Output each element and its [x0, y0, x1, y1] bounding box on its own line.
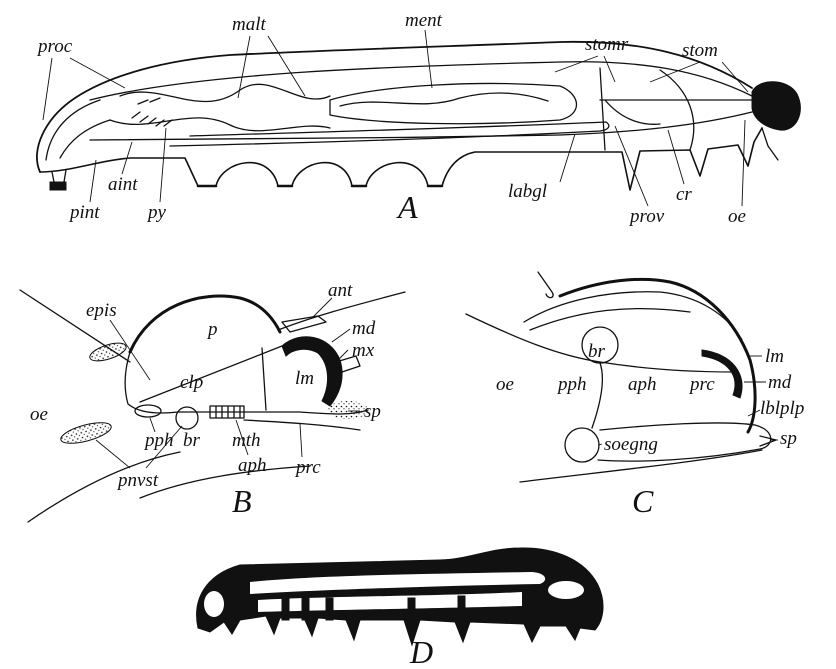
mesenteron-fold: [340, 93, 548, 106]
panel-b: ant epis p md mx clp lm oe sp pph br mth…: [20, 280, 405, 522]
label-md: md: [768, 372, 792, 393]
gut-lower-wall: [90, 112, 752, 140]
label-br: br: [183, 430, 201, 451]
posterior-pharynx: [135, 405, 161, 417]
leader-oe: [742, 120, 745, 206]
head-dome-inner: [524, 292, 742, 340]
label-md: md: [352, 318, 376, 339]
nerve-body-upper: [88, 339, 128, 364]
malpighian-tubule-1: [120, 84, 330, 101]
label-sp: sp: [780, 428, 797, 449]
label-lblplp: lblplp: [760, 398, 804, 419]
panel-d: D: [197, 548, 603, 669]
label-aph: aph: [628, 374, 657, 395]
labial-gland: [170, 122, 609, 146]
frontal-line: [262, 348, 266, 410]
label-py: py: [146, 202, 167, 223]
label-mth: mth: [232, 430, 261, 451]
label-malt: malt: [232, 14, 267, 35]
head-highlight: [204, 591, 224, 617]
leader-pint: [90, 160, 96, 202]
label-aph: aph: [238, 455, 267, 476]
panel-letter-b: B: [232, 483, 252, 519]
preoral-cavity: [244, 420, 360, 430]
label-br: br: [588, 341, 606, 362]
label-oe: oe: [30, 404, 48, 425]
leader-proc: [43, 58, 125, 120]
label-lm: lm: [765, 346, 784, 367]
label-ant: ant: [328, 280, 353, 301]
label-prc: prc: [688, 374, 715, 395]
proctodaeum: [46, 100, 110, 160]
leader-ment: [425, 30, 432, 88]
label-prov: prov: [628, 206, 665, 227]
leader-labgl: [560, 134, 575, 182]
label-p: p: [206, 319, 218, 340]
clypeal-line: [140, 346, 282, 402]
label-ment: ment: [405, 10, 443, 31]
panel-letter-d: D: [409, 634, 433, 669]
anal-proleg-foot: [50, 182, 66, 190]
label-pint: pint: [68, 202, 100, 223]
leader-prov: [615, 126, 648, 206]
head-claw: [762, 128, 778, 160]
panel-letter-a: A: [396, 189, 418, 225]
label-lm: lm: [295, 368, 314, 389]
label-oe: oe: [728, 206, 746, 227]
label-sp: sp: [364, 401, 381, 422]
label-pph: pph: [556, 374, 587, 395]
brain: [176, 407, 198, 429]
circumoesophageal-connective: [592, 363, 602, 428]
nerve-body-lower: [59, 419, 113, 448]
body-contour-bottom: [140, 466, 310, 498]
panel-letter-c: C: [632, 483, 654, 519]
label-labgl: labgl: [508, 181, 547, 202]
spinneret-stipple: [328, 401, 368, 419]
leader-malt: [238, 36, 305, 98]
label-mx: mx: [352, 340, 375, 361]
label-proc: proc: [36, 36, 73, 57]
label-stom: stom: [682, 40, 718, 61]
label-aint: aint: [108, 174, 138, 195]
antenna: [282, 316, 326, 332]
label-prc: prc: [294, 457, 321, 478]
tail-highlight: [548, 581, 584, 599]
label-epis: epis: [86, 300, 117, 321]
label-cr: cr: [676, 184, 692, 205]
leader-prc: [300, 424, 302, 457]
leader-md: [332, 329, 350, 342]
larva-body-top-outline: [37, 42, 752, 172]
mesenteron: [330, 84, 577, 124]
label-clp: clp: [180, 372, 203, 393]
label-oe: oe: [496, 374, 514, 395]
antenna-base: [538, 272, 553, 298]
panel-c: br lm oe pph aph prc md lblplp soegng sp…: [466, 272, 804, 519]
head-capsule-dome: [130, 296, 280, 352]
suboesophageal-ganglion: [565, 428, 599, 462]
larva-head-capsule: [752, 82, 800, 130]
leader-cr: [668, 130, 684, 184]
label-stomr: stomr: [585, 34, 629, 55]
head-dome-inner-2: [530, 309, 690, 330]
label-pnvst: pnvst: [116, 470, 159, 491]
leader-stomr: [555, 56, 615, 82]
panel-a: proc malt ment stomr stom aint pint py l…: [36, 10, 800, 227]
label-soegng: soegng: [604, 434, 658, 455]
label-pph: pph: [143, 430, 174, 451]
